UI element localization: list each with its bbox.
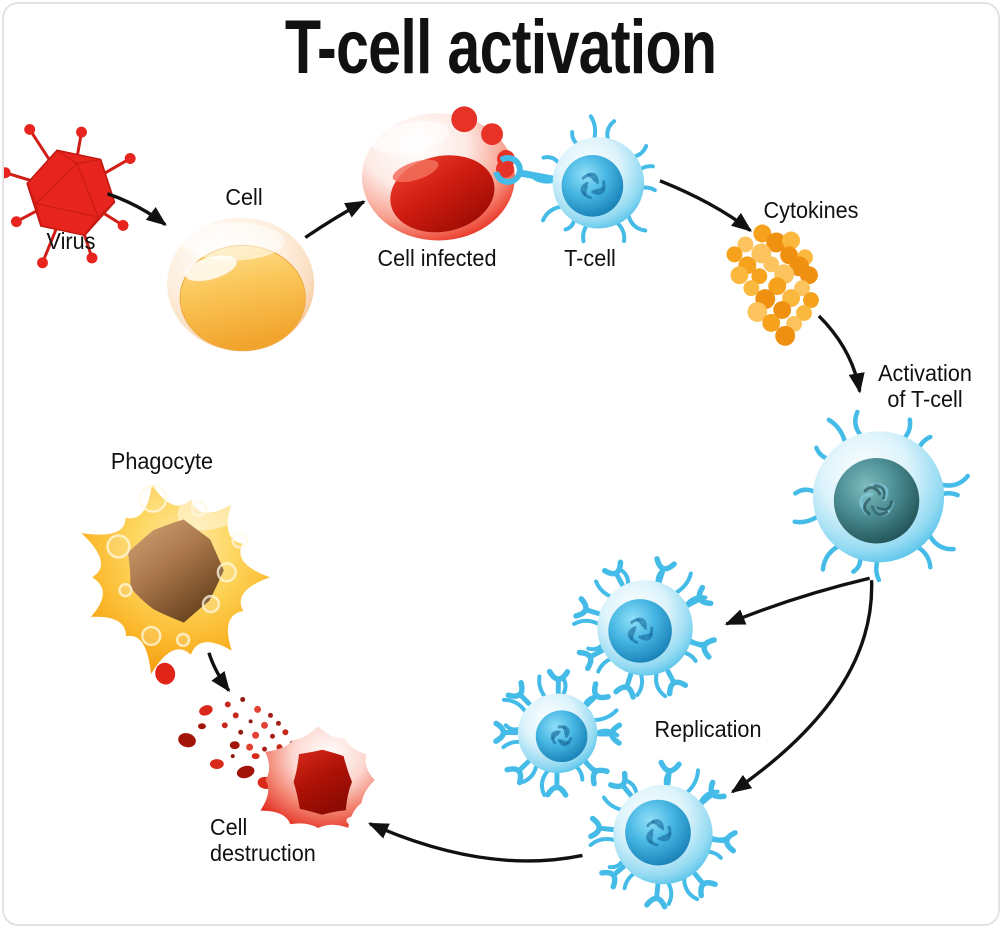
- cell-spike: [504, 700, 527, 715]
- page-title: T-cell activation: [4, 10, 998, 86]
- cell-destruction-illustration: [177, 697, 390, 828]
- t-cell-illustration: [491, 116, 655, 241]
- t-cell-nucleus: [562, 155, 624, 217]
- vesicle: [233, 534, 247, 548]
- virus-body: [4, 112, 147, 284]
- debris-dot: [240, 697, 245, 702]
- virus-spike-knob: [36, 256, 49, 269]
- replicated-t-cell-nucleus: [608, 599, 672, 663]
- debris-dot: [276, 721, 281, 726]
- gloss-highlight: [181, 223, 284, 261]
- receptor-icon: [659, 762, 679, 785]
- receptor-icon: [651, 559, 674, 584]
- replicated-t-cell-nucleus: [536, 710, 588, 762]
- cytokines-label: Cytokines: [764, 197, 859, 223]
- vesicle: [119, 584, 131, 596]
- cell-fragment: [177, 731, 198, 749]
- activated-t-cell-nucleus: [834, 458, 919, 543]
- destroyed-cell-nucleus: [294, 750, 352, 815]
- activated-t-cell-illustration: [795, 412, 968, 580]
- activation-label: Activation of T-cell: [878, 360, 972, 412]
- cytokine-dot: [762, 314, 780, 332]
- receptor-icon: [647, 884, 667, 907]
- phagocyte-illustration: [81, 472, 270, 687]
- virus-spike-knob: [75, 126, 88, 139]
- cytokine-dot: [727, 246, 743, 262]
- debris-dot: [249, 719, 253, 723]
- vesicle: [177, 634, 189, 646]
- receptor-icon: [689, 634, 714, 657]
- viral-bud: [481, 123, 503, 145]
- cytokine-dot: [731, 266, 749, 284]
- arrow-replication-to-destruction: [370, 824, 583, 861]
- virus-icon: [4, 112, 147, 284]
- arrow-tcell-to-cytokines: [660, 181, 750, 231]
- t-cell-label: T-cell: [564, 245, 616, 271]
- vesicle: [108, 536, 130, 558]
- virus-spike-knob: [10, 215, 23, 228]
- debris-dot: [261, 722, 268, 729]
- debris-dot: [270, 734, 275, 739]
- arrow-cell-to-infected: [305, 202, 364, 238]
- vesicle: [142, 627, 160, 645]
- vesicle: [140, 486, 166, 512]
- debris-dot: [238, 730, 243, 735]
- receptor-icon: [616, 672, 639, 697]
- cell-fragment: [198, 723, 206, 729]
- receptor-icon: [712, 831, 735, 851]
- receptor-icon: [576, 599, 601, 622]
- cell-fragment: [230, 741, 240, 749]
- replicated-t-cell-nucleus: [625, 800, 691, 866]
- virus-spike-knob: [4, 166, 12, 179]
- cell-destruction-label: Cell destruction: [210, 814, 316, 866]
- vesicle: [218, 563, 236, 581]
- phagocyte-label: Phagocyte: [111, 448, 213, 474]
- cell-fragment: [252, 753, 260, 759]
- debris-dot: [254, 706, 261, 713]
- infected-cell-illustration: [362, 106, 515, 241]
- cytokine-dot: [775, 326, 795, 346]
- debris-dot: [246, 744, 253, 751]
- healthy-cell-illustration: [167, 218, 314, 351]
- debris-dot: [268, 713, 273, 718]
- replication-label: Replication: [655, 716, 762, 742]
- cell-spike: [685, 770, 698, 794]
- debris-dot: [231, 754, 235, 758]
- cell-label: Cell: [225, 184, 262, 210]
- viral-bud: [451, 106, 477, 132]
- debris-dot: [282, 729, 288, 735]
- virus-label: Virus: [47, 228, 96, 254]
- cytokines-illustration: [727, 225, 819, 346]
- debris-dot: [222, 722, 228, 728]
- arrow-activation-to-replication-1: [727, 578, 870, 624]
- cell-fragment: [235, 764, 255, 780]
- cell-fragment: [198, 703, 214, 717]
- cell-fragment: [210, 759, 224, 769]
- infected-cell-label: Cell infected: [378, 245, 497, 271]
- cell-spike: [591, 710, 617, 720]
- receptor-icon: [548, 774, 566, 795]
- vesicle: [192, 502, 206, 516]
- debris-dot: [225, 701, 231, 707]
- cell-spike: [574, 621, 601, 626]
- debris-dot: [233, 712, 239, 718]
- cell-spike: [684, 875, 697, 899]
- arrow-cytokines-to-activation: [819, 316, 860, 392]
- vesicle: [203, 596, 219, 612]
- cell-spike: [673, 573, 691, 594]
- debris-dot: [262, 747, 267, 752]
- arrow-phagocyte-to-destruction: [209, 653, 229, 691]
- receptor-icon: [591, 819, 614, 839]
- debris-dot: [252, 732, 259, 739]
- virus-spike-knob: [124, 152, 137, 165]
- gloss-highlight: [370, 769, 390, 802]
